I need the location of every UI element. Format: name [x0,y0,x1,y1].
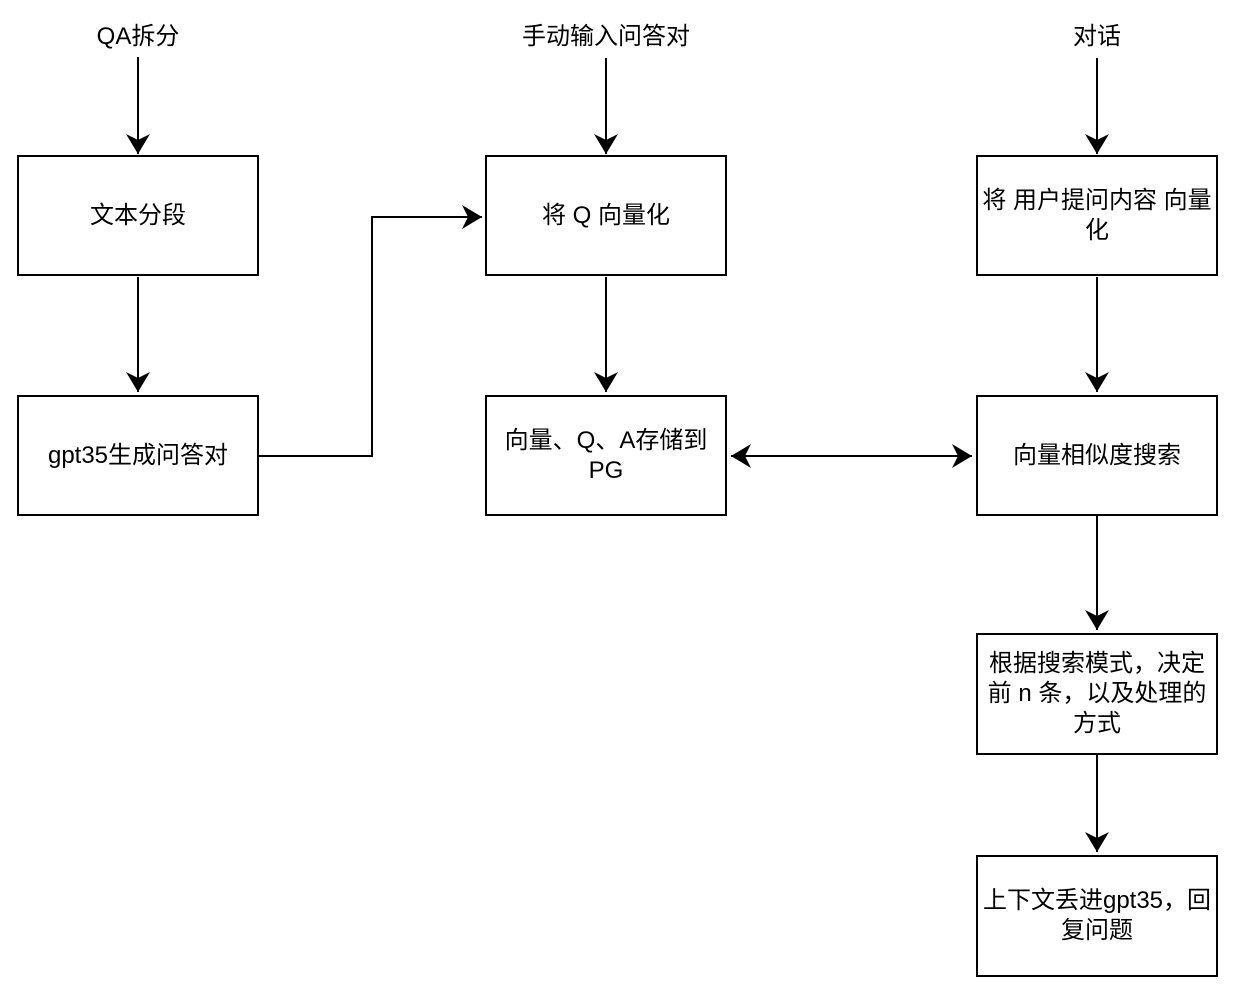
node-store-vector-qa-to-pg: 向量、Q、A存储到 PG [485,395,727,516]
node-text-segmentation: 文本分段 [17,155,259,276]
node-gpt35-generate-qa: gpt35生成问答对 [17,395,259,516]
node-vector-similarity-search: 向量相似度搜索 [976,395,1218,516]
label-qa-split: QA拆分 [96,23,180,50]
node-vectorize-q: 将 Q 向量化 [485,155,727,276]
node-context-to-gpt35-reply: 上下文丢进gpt35，回 复问题 [976,855,1218,977]
label-manual-input-qa: 手动输入问答对 [522,23,690,50]
edge-gpt35-generate-qa-to-vectorize-q [259,205,482,457]
node-search-mode-top-n: 根据搜索模式，决定 前 n 条，以及处理的 方式 [976,633,1218,755]
node-vectorize-user-question: 将 用户提问内容 向量 化 [976,155,1218,276]
label-dialog: 对话 [1073,23,1121,50]
